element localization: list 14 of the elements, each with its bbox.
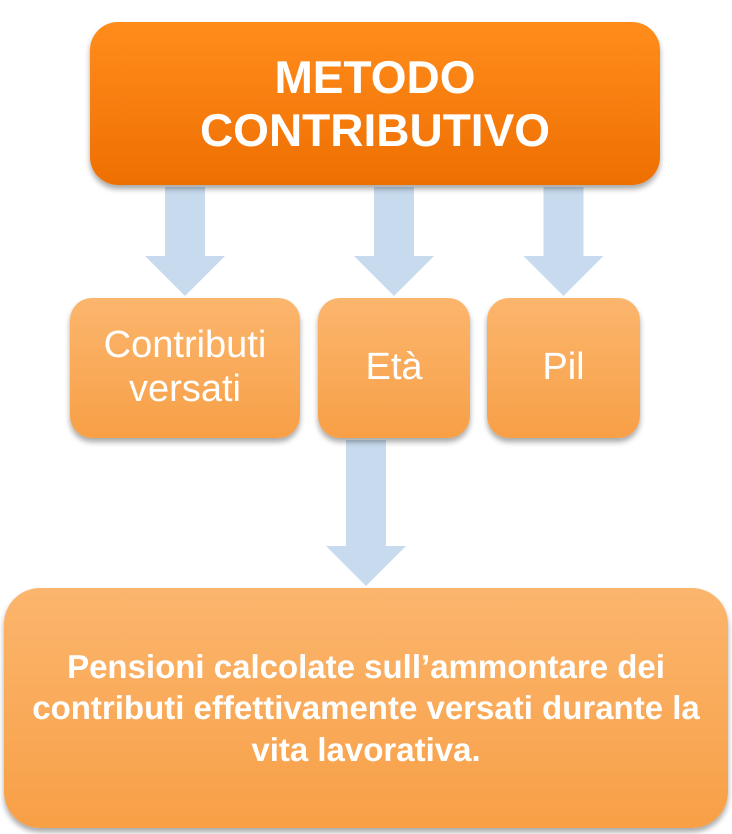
process-box xyxy=(318,298,470,438)
process-box xyxy=(4,588,728,828)
process-box xyxy=(70,298,300,438)
box-text: Pensioni calcolate sull’ammontare dei contributi effettivamente versati durante la vita lavorativa. xyxy=(31,647,701,770)
box-text: METODO CONTRIBUTIVO xyxy=(198,50,552,156)
block-arrow xyxy=(145,187,225,296)
block-arrow xyxy=(524,187,604,296)
block-arrow xyxy=(326,440,406,586)
box-text: Contributi versati xyxy=(102,324,268,412)
process-box xyxy=(487,298,640,438)
process-box xyxy=(90,22,660,185)
box-text: Età xyxy=(365,346,423,390)
box-text: Pil xyxy=(542,346,585,390)
block-arrow xyxy=(354,187,434,296)
